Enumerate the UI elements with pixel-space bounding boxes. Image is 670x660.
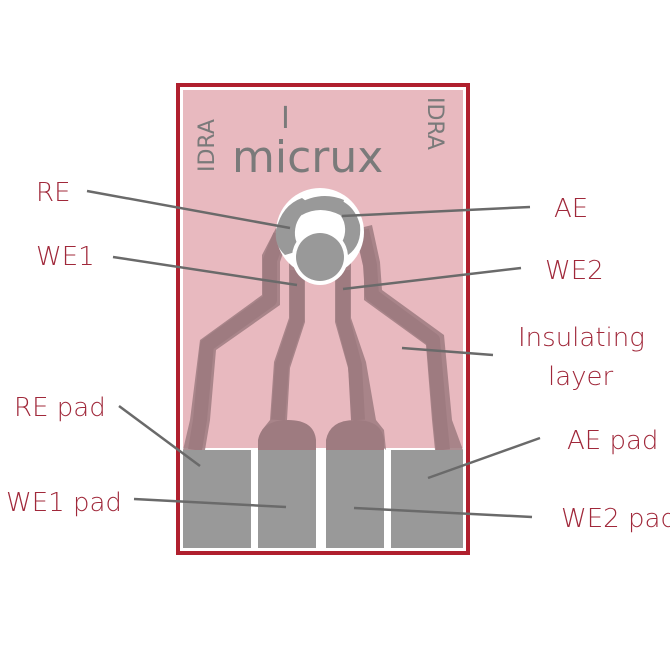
we1-leader	[112, 255, 298, 287]
ae-pad-leader	[427, 436, 541, 480]
insulating-leader	[401, 346, 494, 357]
we2-pad	[326, 450, 384, 548]
label-re-pad: RE pad	[14, 393, 106, 423]
ae-pad	[391, 450, 463, 548]
re-leader	[86, 189, 291, 230]
brand-name: micrux	[232, 132, 383, 183]
we1-pad-leader	[133, 497, 287, 509]
we2-pad-cap	[326, 420, 384, 450]
ae-track-fill	[360, 225, 463, 450]
re-track-fill	[183, 228, 290, 450]
label-ae-pad: AE pad	[567, 426, 658, 456]
label-insulating-line2: layer	[548, 362, 614, 392]
we2-pad-leader	[353, 506, 533, 519]
ae-electrode	[318, 196, 361, 255]
brand-side-left: IDRA	[195, 119, 220, 172]
label-we1: WE1	[36, 242, 95, 272]
we1-track-fill	[260, 262, 305, 450]
leader-lines	[86, 189, 541, 519]
label-we2: WE2	[545, 256, 604, 286]
brand-mark: I	[281, 101, 290, 136]
we1-pad-cap	[258, 420, 316, 450]
label-ae: AE	[554, 194, 588, 224]
re-ae-connector	[296, 196, 344, 215]
brand-side-right: IDRA	[422, 97, 447, 150]
label-insulating-line1: Insulating	[518, 323, 645, 353]
we2-track-fill	[335, 262, 386, 450]
label-we2-pad: WE2 pad	[561, 504, 670, 534]
re-pad-leader	[118, 404, 201, 468]
we1-pad	[258, 450, 316, 548]
re-pad	[183, 450, 251, 548]
we2-leader	[342, 266, 522, 291]
ae-leader	[341, 205, 531, 218]
label-we1-pad: WE1 pad	[6, 488, 122, 518]
label-re: RE	[36, 178, 71, 208]
working-electrode-disc	[296, 233, 344, 281]
